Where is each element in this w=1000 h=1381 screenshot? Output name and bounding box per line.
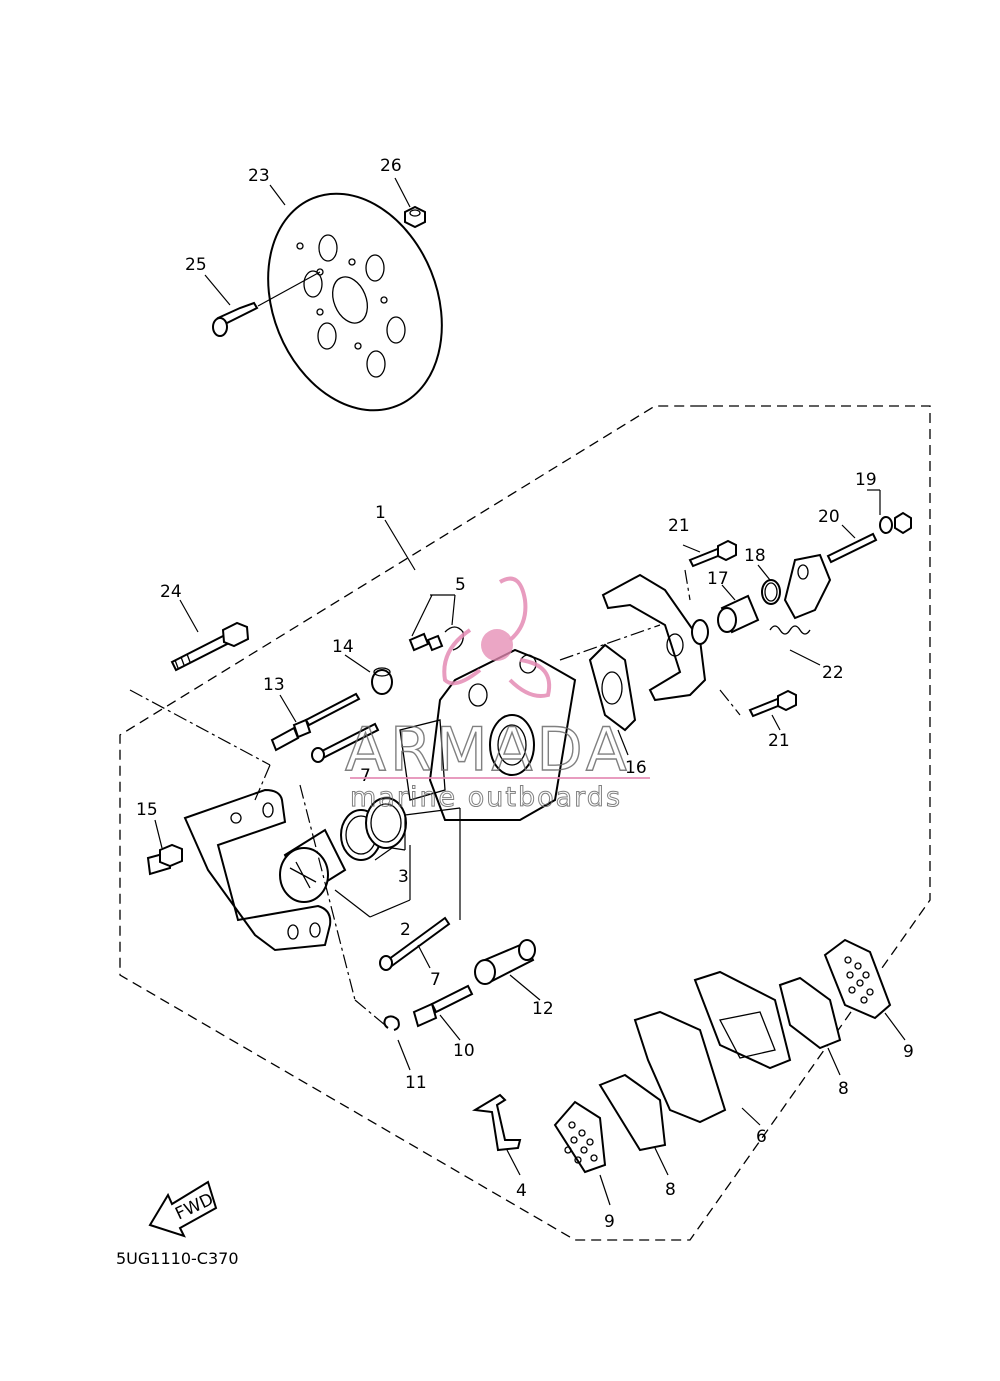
callout-5: 5 [455,575,466,595]
watermark-tagline: marine outboards [350,782,622,813]
callout-10: 10 [453,1041,475,1061]
adjust-stud [826,532,878,564]
caliper-mount-bolt [170,621,250,672]
callout-1: 1 [375,503,386,523]
callout-21b: 21 [768,731,790,751]
pin-boot [474,939,536,985]
callout-17: 17 [707,569,729,589]
pad-outer [823,938,892,1020]
pad-pin-assembly [408,626,464,652]
pad-spring-plate [633,970,792,1124]
callout-21a: 21 [668,516,690,536]
callout-6: 6 [756,1127,767,1147]
caliper-piston [279,828,347,903]
callout-24: 24 [160,582,182,602]
callout-12: 12 [532,999,554,1019]
callout-14: 14 [332,637,354,657]
callout-26: 26 [380,156,402,176]
disc-bolt [212,271,321,337]
washer-and-nut [879,511,912,535]
caliper-gasket [588,643,637,732]
callout-13: 13 [263,675,285,695]
bracket-bolt-upper [688,539,737,568]
o-ring [761,579,781,605]
pad-retainer-clip [471,1093,522,1152]
clip [383,1015,400,1031]
slide-pin-lower [379,916,451,971]
pin-bolt [412,984,474,1028]
callout-15: 15 [136,800,158,820]
leader-lines [154,177,906,1206]
callout-2: 2 [400,920,411,940]
callout-9a: 9 [604,1212,615,1232]
bushing [717,594,760,634]
watermark: ARMADA marine outboards [344,576,650,814]
callout-20: 20 [818,507,840,527]
bracket-bolt-lower [748,689,797,718]
brake-disc [267,192,443,412]
shim-inner [598,1073,667,1152]
callout-22: 22 [822,663,844,683]
callout-19: 19 [855,470,877,490]
watermark-logo-center [481,629,513,661]
watermark-brand: ARMADA [345,715,631,785]
fwd-arrow-icon: FWD [148,1180,218,1238]
callout-8b: 8 [838,1079,849,1099]
return-spring [769,625,811,635]
bleed-cap [371,667,393,695]
bracket-bolt [146,843,183,876]
callout-23: 23 [248,166,270,186]
callouts: 1 2 3 4 5 6 7 7 8 8 9 9 10 11 12 13 14 1… [136,156,914,1232]
callout-8a: 8 [665,1180,676,1200]
shim-outer [778,976,842,1050]
bleed-screw [270,692,361,752]
callout-3: 3 [398,867,409,887]
center-lines [129,569,741,1026]
callout-11: 11 [405,1073,427,1093]
callout-18: 18 [744,546,766,566]
callout-25: 25 [185,255,207,275]
support-bracket [601,573,709,702]
mount-plate [783,553,832,620]
diagram-code: 5UG1110-C370 [116,1249,239,1268]
callout-7b: 7 [430,970,441,990]
watermark-logo-icon [442,576,552,698]
pad-inner-front [553,1100,607,1174]
callout-7a: 7 [360,766,371,786]
caliper-bracket [183,788,332,952]
disc-nut [404,205,426,229]
callout-4: 4 [516,1181,527,1201]
piston-seals [340,797,407,861]
callout-9b: 9 [903,1042,914,1062]
slide-pin-upper [311,722,380,763]
callout-16: 16 [625,758,647,778]
